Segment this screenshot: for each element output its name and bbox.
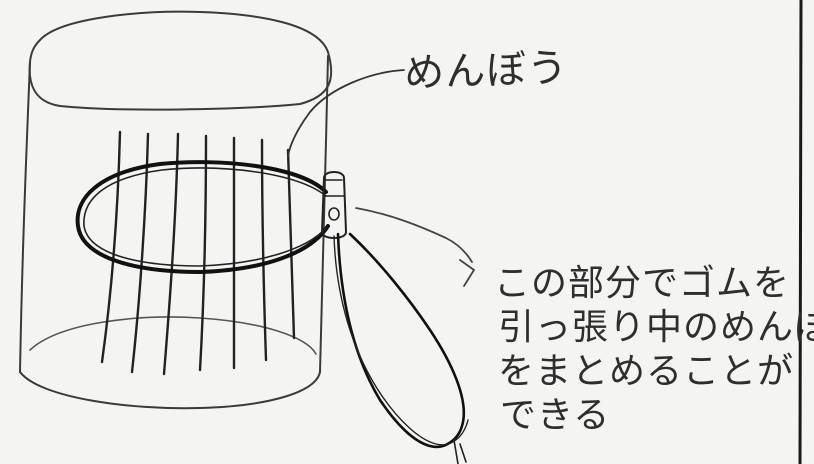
note-line-2: 引っ張り中のめんぼう xyxy=(498,307,814,348)
explanation-note: この部分でゴムを 引っ張り中のめんぼう をまとめることが できる xyxy=(494,262,814,438)
rubber-band-loop-2 xyxy=(83,167,327,267)
cup-left-side xyxy=(19,61,31,373)
pull-string-loop xyxy=(336,232,466,449)
page-right-border xyxy=(798,0,803,464)
note-arrow-head xyxy=(459,259,475,287)
cup-top-rim xyxy=(28,10,333,111)
note-line-4: できる xyxy=(500,395,611,436)
cup-bottom xyxy=(19,371,321,410)
cord-stopper xyxy=(321,171,347,239)
cord-stopper-cap xyxy=(325,179,345,197)
swab-4 xyxy=(198,134,208,372)
cord-stopper-hole xyxy=(328,207,340,221)
rubber-band-loop xyxy=(75,160,330,274)
swab-3 xyxy=(162,132,180,376)
pull-string-loop-2 xyxy=(333,235,469,446)
note-line-3: をまとめることが xyxy=(498,351,795,392)
note-line-1: この部分でゴムを xyxy=(494,263,791,304)
cup-bottom-inner xyxy=(29,316,317,355)
swab-7 xyxy=(286,148,296,340)
cotton-swab-label: めんぼう xyxy=(403,45,569,97)
label-leader-line xyxy=(287,69,405,157)
note-arrow-line xyxy=(355,207,473,263)
pull-string-tail xyxy=(453,439,467,464)
cup-right-side xyxy=(319,55,329,373)
swab-1 xyxy=(100,130,122,364)
swab-2 xyxy=(130,132,150,374)
